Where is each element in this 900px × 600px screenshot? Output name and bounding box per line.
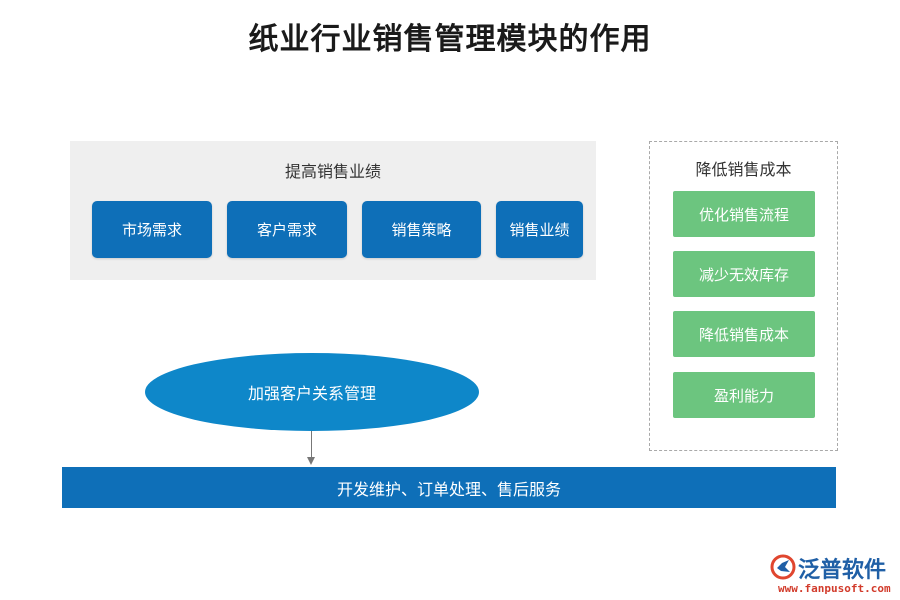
sales-strategy-box: 销售策略 (362, 201, 481, 258)
optimize-process-box: 优化销售流程 (673, 191, 815, 237)
services-bar: 开发维护、订单处理、售后服务 (62, 467, 836, 508)
customer-relationship-ellipse: 加强客户关系管理 (145, 353, 479, 431)
company-logo: 泛普软件 www.fanpusoft.com (770, 554, 895, 596)
logo-icon (770, 554, 796, 580)
reduce-cost-box: 降低销售成本 (673, 311, 815, 357)
cost-reduction-panel: 降低销售成本 优化销售流程 减少无效库存 降低销售成本 盈利能力 (649, 141, 838, 451)
connector-arrow-head (307, 457, 315, 465)
market-demand-box: 市场需求 (92, 201, 212, 258)
sales-performance-box: 销售业绩 (496, 201, 583, 258)
sales-performance-panel: 提高销售业绩 市场需求 客户需求 销售策略 销售业绩 (70, 141, 596, 280)
customer-demand-box: 客户需求 (227, 201, 347, 258)
connector-arrow-line (311, 431, 312, 459)
logo-name: 泛普软件 (798, 558, 887, 583)
diagram-title: 纸业行业销售管理模块的作用 (248, 22, 652, 57)
reduce-inventory-box: 减少无效库存 (673, 251, 815, 297)
cost-reduction-title: 降低销售成本 (695, 160, 792, 179)
profitability-box: 盈利能力 (673, 372, 815, 418)
logo-url: www.fanpusoft.com (778, 582, 891, 595)
sales-performance-title: 提高销售业绩 (284, 162, 381, 181)
